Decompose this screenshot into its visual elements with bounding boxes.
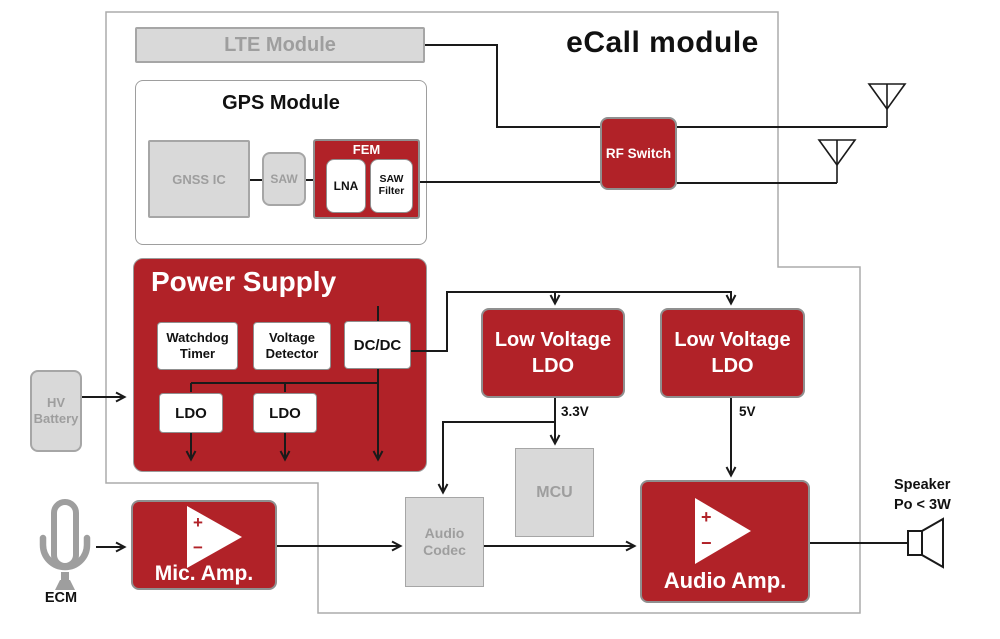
saw-block: SAW	[262, 152, 306, 206]
dcdc-block: DC/DC	[344, 321, 411, 369]
page-title: eCall module	[566, 26, 759, 59]
rail-3v3-label: 3.3V	[561, 404, 589, 419]
line-lte-to-rfswitch	[425, 44, 600, 128]
saw-filter-block: SAW Filter	[370, 159, 413, 213]
power-supply-title: Power Supply	[151, 266, 337, 297]
microphone-icon	[39, 499, 91, 590]
fem-label: FEM	[352, 142, 381, 157]
ecm-label: ECM	[44, 590, 78, 606]
watchdog-timer-block: Watchdog Timer	[157, 322, 238, 370]
mcu-block: MCU	[515, 448, 594, 537]
audio-amp-label: Audio Amp.	[663, 568, 787, 593]
voltage-detector-block: Voltage Detector	[253, 322, 331, 370]
rail-5v-label: 5V	[739, 404, 756, 419]
lte-module-block: LTE Module	[135, 27, 425, 63]
gps-module-title: GPS Module	[222, 92, 340, 114]
hv-battery-block: HV Battery	[30, 370, 82, 452]
ecall-module-boundary	[105, 11, 861, 614]
lna-block: LNA	[326, 159, 366, 213]
low-voltage-ldo1-block: Low Voltage LDO	[481, 308, 625, 398]
audio-amp-block: + − Audio Amp.	[640, 480, 810, 603]
speaker-label-line2: Po < 3W	[894, 496, 951, 513]
ldo1-block: LDO	[159, 393, 223, 433]
antenna-icon-2	[817, 139, 857, 183]
mic-amp-block: + − Mic. Amp.	[131, 500, 277, 590]
fem-block: FEM LNA SAW Filter	[313, 139, 420, 219]
antenna-icon-1	[867, 83, 907, 127]
opamp-minus-sign: −	[701, 533, 712, 553]
low-voltage-ldo2-block: Low Voltage LDO	[660, 308, 805, 398]
opamp-minus-sign: −	[193, 538, 203, 557]
audio-codec-block: Audio Codec	[405, 497, 484, 587]
mic-amp-label: Mic. Amp.	[154, 562, 254, 585]
speaker-label: Speaker Po < 3W	[894, 476, 951, 515]
speaker-icon	[907, 517, 944, 569]
rf-switch-block: RF Switch	[600, 117, 677, 190]
speaker-label-line1: Speaker	[894, 477, 951, 493]
opamp-plus-sign: +	[193, 513, 203, 532]
arrow-3v3-to-codec	[437, 421, 555, 495]
gnss-ic-block: GNSS IC	[148, 140, 250, 218]
arrow-dcdc-to-lvldo2	[411, 291, 737, 352]
opamp-plus-sign: +	[701, 507, 712, 527]
ldo2-block: LDO	[253, 393, 317, 433]
